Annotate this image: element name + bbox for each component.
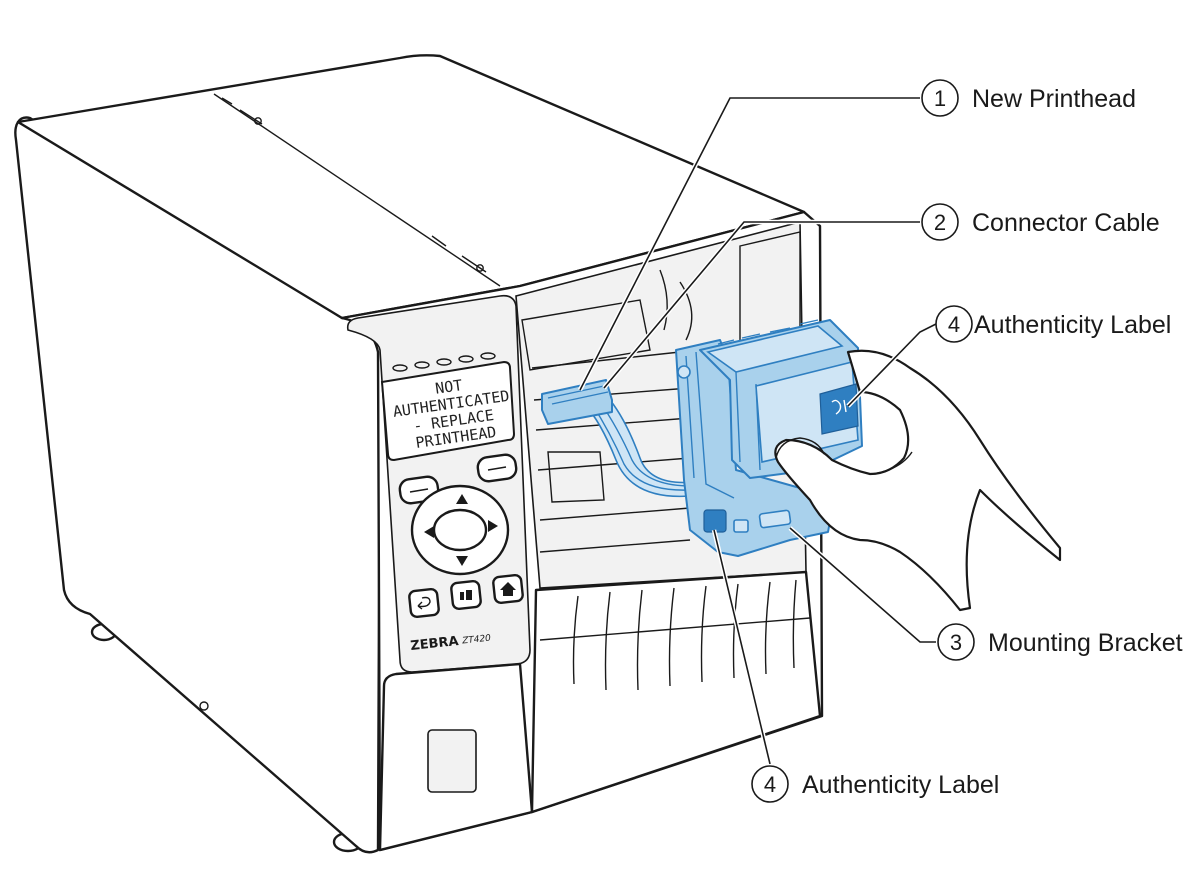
media-exit-cover (530, 570, 822, 814)
callout-4-bottom: 4 Authenticity Label (751, 765, 999, 803)
callout-1-label: New Printhead (972, 85, 1136, 113)
callout-1: 1 New Printhead (921, 79, 1136, 117)
callout-3-number: 3 (950, 630, 962, 655)
down-arrow-icon[interactable] (456, 556, 468, 566)
authenticity-label-bracket (703, 509, 727, 533)
back-arrow-icon (417, 596, 431, 610)
callout-2: 2 Connector Cable (921, 203, 1160, 241)
callout-3: 3 Mounting Bracket (937, 623, 1183, 661)
printhead-top (706, 325, 844, 373)
callout-4-top-number: 4 (948, 312, 960, 337)
home-icon (500, 582, 516, 596)
bracket-slot (758, 509, 792, 529)
printhead-assembly (541, 319, 863, 557)
up-arrow-icon[interactable] (456, 494, 468, 504)
brand-logo: ZEBRA (410, 634, 460, 654)
control-panel-details: NOT AUTHENTICATED - REPLACE PRINTHEAD ZE (380, 352, 524, 654)
leader-lines (577, 95, 938, 765)
left-arrow-icon[interactable] (424, 526, 434, 538)
printhead-front (755, 360, 859, 463)
cable-connector (541, 379, 613, 425)
callouts: 1 New Printhead 2 Connector Cable 4 Auth… (577, 79, 1183, 803)
ok-button[interactable] (432, 508, 488, 552)
printer-left-side (14, 116, 382, 854)
feed-icon (460, 590, 472, 600)
callout-4-top-label: Authenticity Label (974, 311, 1171, 339)
model-name: ZT420 (461, 634, 492, 647)
callout-3-label: Mounting Bracket (988, 629, 1183, 657)
right-arrow-icon[interactable] (488, 520, 498, 532)
hand (774, 349, 1062, 612)
status-leds (392, 352, 496, 372)
callout-4-bottom-label: Authenticity Label (802, 771, 999, 799)
authenticity-label-printhead (819, 383, 859, 435)
callout-2-label: Connector Cable (972, 209, 1160, 237)
lcd-line-1: NOT (434, 376, 463, 398)
lcd-display (380, 360, 516, 462)
back-button[interactable] (408, 588, 440, 618)
callout-4-bottom-number: 4 (764, 772, 776, 797)
bracket-slot-2 (733, 519, 749, 533)
callout-2-number: 2 (934, 210, 946, 235)
lower-door-window (427, 729, 477, 793)
callout-1-number: 1 (934, 86, 946, 111)
navigation-pad (410, 484, 510, 576)
callout-4-top: 4 Authenticity Label (935, 305, 1171, 343)
